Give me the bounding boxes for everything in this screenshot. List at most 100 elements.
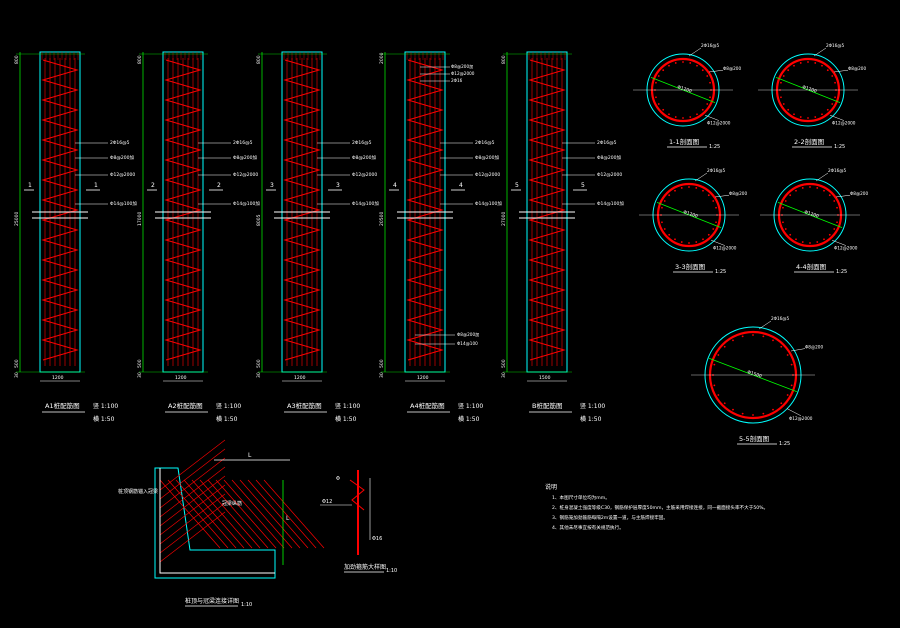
section-mark: 2 [217, 182, 221, 189]
pile-scale: 竖 1:100 [580, 402, 605, 410]
main-bar [713, 363, 716, 366]
main-bar [782, 221, 784, 224]
hatch-line [159, 457, 226, 509]
rebar-callout: Φ14@100 [457, 341, 478, 346]
main-bar [828, 194, 831, 197]
rebar-callout: 2Φ16@5 [475, 140, 495, 146]
pile-title: B桩配筋图 [532, 401, 562, 410]
main-bar [795, 238, 797, 241]
general-notes: 说明 1、本图尺寸单位均为mm。 2、桩身混凝土强度等级C30，钢筋保护层厚度5… [545, 483, 768, 531]
section-mark: 3 [270, 182, 274, 189]
section-callout: 2Φ16@5 [707, 168, 725, 173]
circular-sections: Φ12002Φ16@5Φ8@200Φ12@20001-1剖面图1:25Φ1200… [633, 43, 868, 447]
dim-total: 27000 [501, 212, 507, 226]
main-bar [836, 206, 838, 209]
leader-line [714, 194, 730, 198]
corner-detail: L L 桩顶钢筋锚入冠梁 冠梁纵筋 桩顶与冠梁连接详图 1:10 [118, 439, 325, 608]
section-callout: Φ8@200 [848, 66, 866, 71]
section-title: 1-1剖面图 [669, 137, 699, 146]
section-title: 2-2剖面图 [794, 137, 824, 146]
main-bar [680, 241, 683, 243]
main-bar [793, 113, 795, 116]
rebar-callout: Φ12@2000 [475, 172, 500, 178]
main-bar [772, 408, 774, 411]
dim-bottom: 30 [501, 372, 507, 378]
width-dim: 1500 [539, 375, 551, 381]
section-mark: 5 [515, 182, 519, 189]
leader-line [758, 320, 772, 330]
leader-line [688, 47, 702, 57]
pile-scale: 横 1:50 [458, 415, 480, 423]
main-bar [834, 96, 836, 99]
rebar-callout: Φ12@2000 [233, 172, 258, 178]
dim-bottom: 30 [379, 372, 385, 378]
main-bar [834, 81, 836, 84]
hatch-line [159, 439, 226, 491]
detail-title: 桩顶与冠梁连接详图 [185, 597, 239, 605]
main-bar [706, 103, 709, 105]
diameter-line [777, 202, 843, 228]
hatch-line [263, 479, 325, 549]
main-bar [668, 194, 671, 197]
main-bar [702, 189, 704, 192]
rebar-callout: 2Φ16@5 [110, 140, 130, 146]
section-title: 5-5剖面图 [739, 434, 769, 443]
main-bar [833, 228, 836, 230]
section-title: 3-3剖面图 [675, 262, 705, 271]
rebar-callout: Φ8@200加 [110, 154, 134, 161]
dim-total: 25000 [14, 212, 20, 226]
leader-line [790, 348, 806, 352]
main-bar [682, 61, 684, 63]
hatch-line [159, 448, 226, 500]
diameter-text: Φ1200 [676, 84, 692, 94]
main-bar [790, 363, 793, 366]
dim-total: 17000 [137, 212, 143, 226]
main-bar [762, 412, 765, 415]
hatch-line [255, 479, 317, 549]
stiffener-detail: Φ Φ12 Φ16 加劲箍筋大样图 1:10 [320, 470, 397, 574]
main-bar [782, 103, 785, 105]
diameter-text: Φ1200 [801, 84, 817, 94]
hatch-line [175, 479, 237, 549]
leader-line [710, 239, 726, 246]
detail-note: Φ [336, 476, 340, 482]
main-bar [713, 384, 716, 387]
main-bar [706, 75, 709, 77]
main-bar [701, 108, 704, 111]
main-bar [831, 75, 834, 77]
main-bar [655, 96, 657, 99]
spiral-stirrup [164, 59, 202, 361]
main-bar [695, 187, 698, 189]
main-bar [682, 117, 684, 119]
main-bar [801, 187, 804, 189]
hatch-line [247, 479, 309, 549]
main-bar [741, 335, 744, 338]
main-bar [709, 96, 711, 99]
main-bar [752, 334, 754, 336]
rebar-callout: Φ8@200加 [597, 154, 621, 161]
notes-heading: 说明 [545, 483, 557, 491]
pile-title: A2桩配筋图 [168, 401, 203, 410]
rebar-callout: Φ14@100加 [475, 200, 502, 207]
hatch-line [239, 479, 301, 549]
main-bar [780, 96, 782, 99]
main-bar [696, 113, 698, 116]
detail-outline [154, 467, 276, 579]
main-bar [688, 186, 690, 188]
section-callout: Φ12@2000 [834, 246, 858, 251]
rebar-callout: 2Φ16@5 [597, 140, 617, 146]
main-bar [780, 345, 783, 348]
main-bar [814, 116, 817, 118]
main-bar [814, 62, 817, 64]
diameter-line [650, 77, 716, 103]
pile-scale: 竖 1:100 [458, 402, 483, 410]
main-bar [823, 238, 825, 241]
pile-scale: 横 1:50 [93, 415, 115, 423]
pile-scale: 竖 1:100 [216, 402, 241, 410]
main-bar [793, 64, 795, 67]
dim-top: 800 [137, 55, 143, 64]
